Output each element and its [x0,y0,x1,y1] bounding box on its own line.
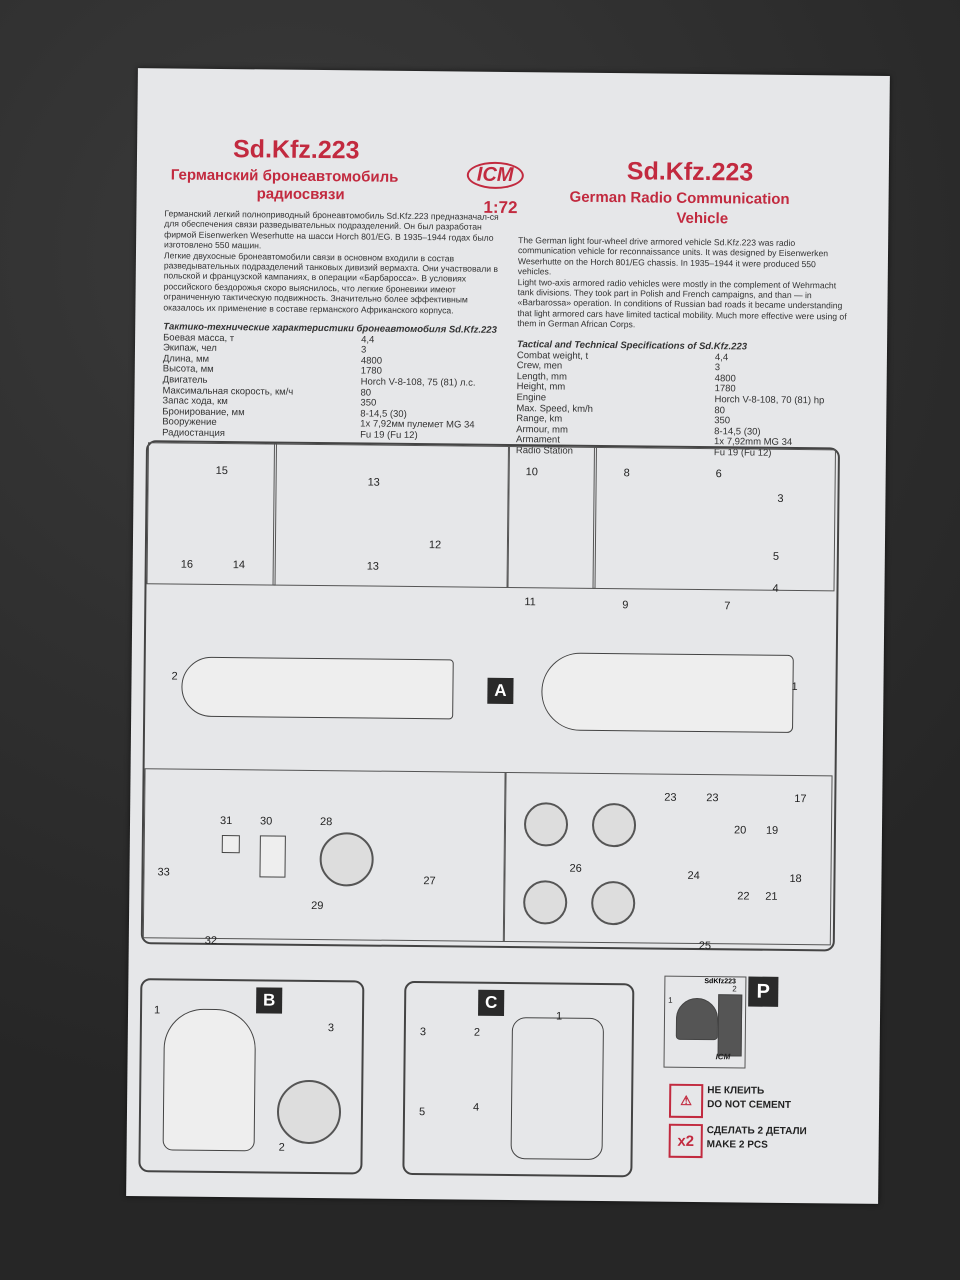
part-number: 1 [555,1010,563,1023]
part-number: 12 [428,539,442,552]
title-en: Sd.Kfz.223 [626,157,754,187]
part-number: 27 [423,875,436,888]
sprue-a-cell [506,445,836,592]
part-number: 18 [789,872,802,886]
part-number: 2 [171,670,178,683]
part-number: 25 [698,940,712,953]
part-number: 6 [715,468,722,481]
spec-value: Horch V-8-108, 75 (81) л.с. [360,376,476,389]
part-number: 2 [732,984,737,994]
part-c1 [510,1017,605,1161]
part-30 [259,835,286,878]
part-number: 4 [472,1101,480,1114]
part-number: 5 [418,1106,426,1119]
specs-en: Tactical and Technical Specifications of… [516,339,825,460]
hull-bottom-part [181,656,454,720]
intro-ru: Германский легкий полноприводный бронеав… [163,208,499,316]
part-number: 33 [157,866,170,879]
part-number: 20 [733,824,747,837]
part-number: 30 [259,815,273,828]
subtitle-ru-1: Германский бронеавтомобиль [170,166,399,186]
sprue-b-badge: B [256,987,283,1014]
no-cement-en: DO NOT CEMENT [707,1099,792,1111]
part-number: 23 [664,791,677,804]
instruction-sheet: Sd.Kfz.223 Германский бронеавтомобиль ра… [126,68,890,1204]
title-ru: Sd.Kfz.223 [232,135,360,165]
subtitle-en-2: Vehicle [676,209,729,228]
part-number: 14 [232,559,246,572]
part-number: 29 [311,899,324,913]
part-number: 26 [569,862,582,875]
part-number: 13 [367,476,380,489]
part-number: 2 [278,1141,285,1154]
specs-ru: Тактико-технические характеристики броне… [162,321,497,442]
make-two-icon: x2 [668,1123,703,1159]
no-cement-ru: НЕ КЛЕИТЬ [707,1085,765,1097]
hull-top-part [541,652,794,733]
fret-logo: ICM [715,1052,731,1062]
wheel-part [522,880,568,925]
part-number: 16 [180,558,194,571]
spec-label: Радиостанция [162,427,226,439]
part-b1 [162,1008,257,1152]
part-number: 1 [791,680,798,694]
wheel-part [523,802,569,847]
part-number: 31 [219,814,233,828]
part-number: 13 [366,560,380,573]
part-number: 10 [525,466,539,479]
part-28 [319,832,374,887]
pe-part-2 [717,994,743,1057]
wheel-part [590,880,636,926]
part-number: 9 [622,599,629,612]
part-number: 1 [668,995,673,1005]
fret-text: SdKfz223 [704,978,736,986]
sprue-c-badge: C [478,989,505,1016]
part-number: 8 [623,467,630,480]
part-number: 19 [765,824,779,837]
part-number: 21 [765,890,778,903]
make2-en: MAKE 2 PCS [706,1139,768,1151]
subtitle-ru-2: радиосвязи [256,185,345,204]
legend-no-cement: НЕ КЛЕИТЬ DO NOT CEMENT [707,1084,791,1113]
no-cement-icon: ⚠ [668,1083,704,1119]
spec-value: Fu 19 (Fu 12) [360,429,418,441]
part-31 [221,835,240,854]
sprue-a-cell [146,442,510,589]
part-number: 28 [319,816,333,829]
pe-part-1 [675,997,719,1041]
part-number: 24 [687,869,700,883]
subtitle-en-1: German Radio Communication [569,188,790,208]
sprue-p-badge: P [748,976,779,1007]
part-number: 2 [473,1026,481,1039]
part-number: 32 [204,934,218,947]
part-number: 3 [327,1022,335,1035]
part-number: 15 [215,464,229,478]
part-number: 3 [777,492,784,505]
part-number: 11 [524,596,536,609]
legend-make-two: СДЕЛАТЬ 2 ДЕТАЛИ MAKE 2 PCS [707,1124,807,1153]
part-number: 17 [794,793,807,806]
part-b2 [276,1079,342,1145]
part-number: 22 [737,890,750,903]
part-number: 1 [153,1004,161,1017]
part-number: 7 [724,600,731,613]
sprue-a-badge: A [487,677,514,705]
part-number: 5 [772,550,780,563]
wheel-part [591,802,637,848]
make2-ru: СДЕЛАТЬ 2 ДЕТАЛИ [706,1125,807,1138]
part-number: 23 [706,792,719,805]
part-number: 3 [419,1026,427,1039]
icm-logo: ICM [466,161,524,190]
spec-value: Horch V-8-108, 70 (81) hp [714,394,825,407]
intro-en: The German light four-wheel drive armore… [517,235,847,330]
part-number: 4 [772,582,779,595]
